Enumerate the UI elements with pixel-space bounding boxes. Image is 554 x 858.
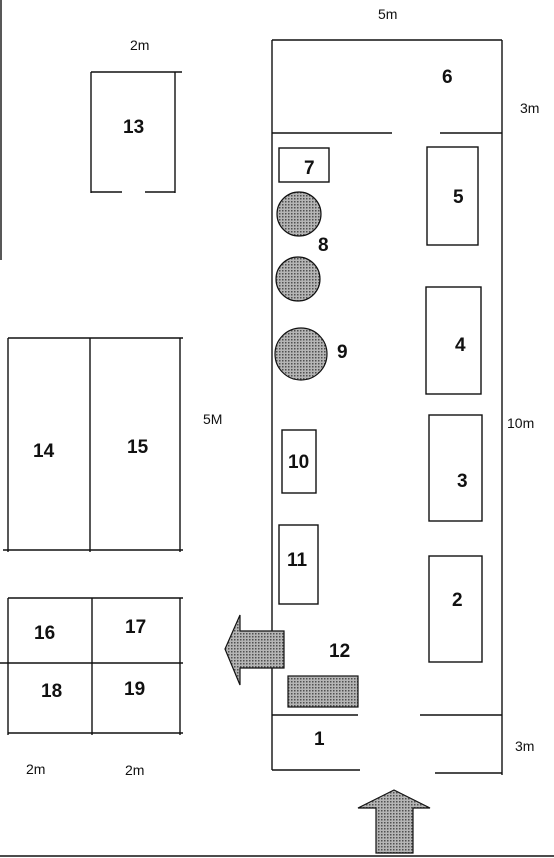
- area-label-14: 14: [33, 441, 55, 462]
- area-label-18: 18: [41, 681, 62, 702]
- area-label-5: 5: [453, 187, 464, 208]
- area-label-9: 9: [337, 342, 348, 363]
- dimension-bottom-depth: 3m: [515, 738, 534, 754]
- area-8-circle-upper: [276, 191, 322, 237]
- area-4-box: [425, 286, 482, 395]
- area-7-box: [278, 147, 330, 183]
- area-label-1: 1: [314, 729, 325, 750]
- area-label-3: 3: [457, 471, 468, 492]
- area-13-box: [90, 71, 182, 193]
- area-label-6: 6: [442, 67, 453, 88]
- dimension-grid-col2: 2m: [125, 762, 144, 778]
- area-10-box: [281, 429, 317, 494]
- dimension-grid-col1: 2m: [26, 761, 45, 777]
- area-label-7: 7: [304, 158, 315, 179]
- area-label-11: 11: [287, 550, 308, 571]
- area-label-12: 12: [329, 641, 350, 662]
- area-9-circle: [274, 327, 328, 381]
- area-12-shaded-block: [287, 675, 359, 708]
- area-14-15-block: [3, 337, 183, 552]
- area-label-2: 2: [452, 590, 463, 611]
- dimension-gap-width: 5M: [203, 411, 222, 427]
- dimension-box13-width: 2m: [130, 37, 149, 53]
- area-8-circle-lower: [275, 256, 321, 302]
- area-label-19: 19: [124, 679, 145, 700]
- area-16-19-grid: [0, 597, 183, 735]
- dimension-top-width: 5m: [378, 6, 397, 22]
- area-label-8: 8: [318, 235, 329, 256]
- area-label-16: 16: [34, 623, 55, 644]
- entry-arrow-up-icon: [357, 789, 431, 854]
- dimension-top-depth: 3m: [520, 100, 539, 116]
- exit-arrow-left-icon: [224, 614, 285, 686]
- area-3-box: [428, 414, 483, 522]
- area-2-box: [428, 555, 483, 663]
- area-5-box: [426, 146, 479, 246]
- area-label-13: 13: [123, 117, 144, 138]
- area-label-4: 4: [455, 335, 466, 356]
- area-11-box: [278, 524, 319, 605]
- area-label-17: 17: [125, 617, 146, 638]
- area-label-15: 15: [127, 437, 149, 458]
- dimension-length: 10m: [507, 415, 534, 431]
- area-label-10: 10: [288, 452, 309, 473]
